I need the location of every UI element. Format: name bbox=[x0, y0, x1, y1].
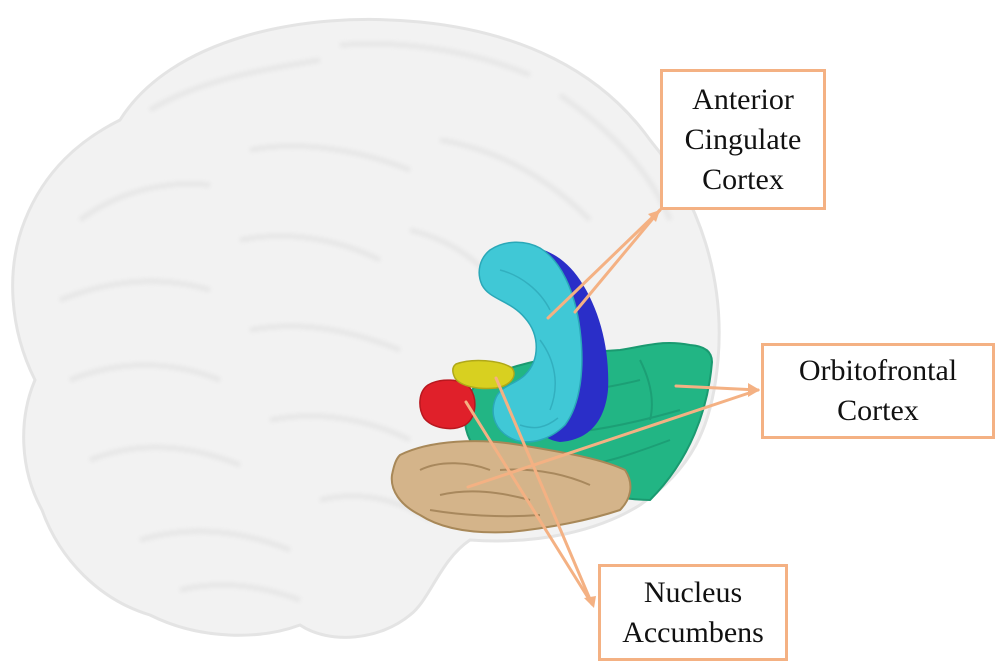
label-acc-line-1: Anterior bbox=[692, 82, 794, 116]
leader-arrowheads bbox=[584, 210, 760, 608]
leader-acc-1 bbox=[546, 208, 662, 320]
label-acc-line-2: Cingulate bbox=[684, 122, 802, 156]
leader-ofc-2 bbox=[466, 388, 760, 489]
label-nacc-line-1: Nucleus bbox=[643, 575, 743, 609]
acc-dark-region bbox=[500, 246, 609, 442]
cerebrum-outline bbox=[11, 17, 721, 639]
arrowhead-nacc bbox=[584, 596, 596, 608]
label-nacc-line-2: Accumbens bbox=[622, 615, 764, 649]
leader-lines bbox=[464, 208, 760, 606]
leader-nacc-2 bbox=[494, 376, 594, 606]
leader-nacc-1 bbox=[464, 400, 594, 606]
acc-texture bbox=[499, 269, 559, 429]
arrowhead-acc bbox=[648, 210, 660, 222]
leader-ofc-1 bbox=[674, 384, 760, 392]
label-ofc-line-1: Orbitofrontal bbox=[798, 354, 958, 387]
arrowhead-ofc bbox=[748, 383, 760, 397]
label-nucleus-accumbens: Nucleus Accumbens bbox=[598, 564, 788, 661]
brain-silhouette bbox=[11, 17, 721, 639]
label-ofc-line-2: Cortex bbox=[837, 394, 919, 427]
nucleus-accumbens-yellow bbox=[452, 359, 515, 390]
leader-acc-2 bbox=[573, 208, 662, 314]
label-acc-line-3: Cortex bbox=[702, 162, 784, 196]
label-orbitofrontal-cortex: Orbitofrontal Cortex bbox=[761, 343, 995, 439]
label-anterior-cingulate-cortex: Anterior Cingulate Cortex bbox=[660, 69, 826, 210]
acc-light-region bbox=[478, 241, 583, 443]
gyri-texture bbox=[59, 41, 673, 603]
